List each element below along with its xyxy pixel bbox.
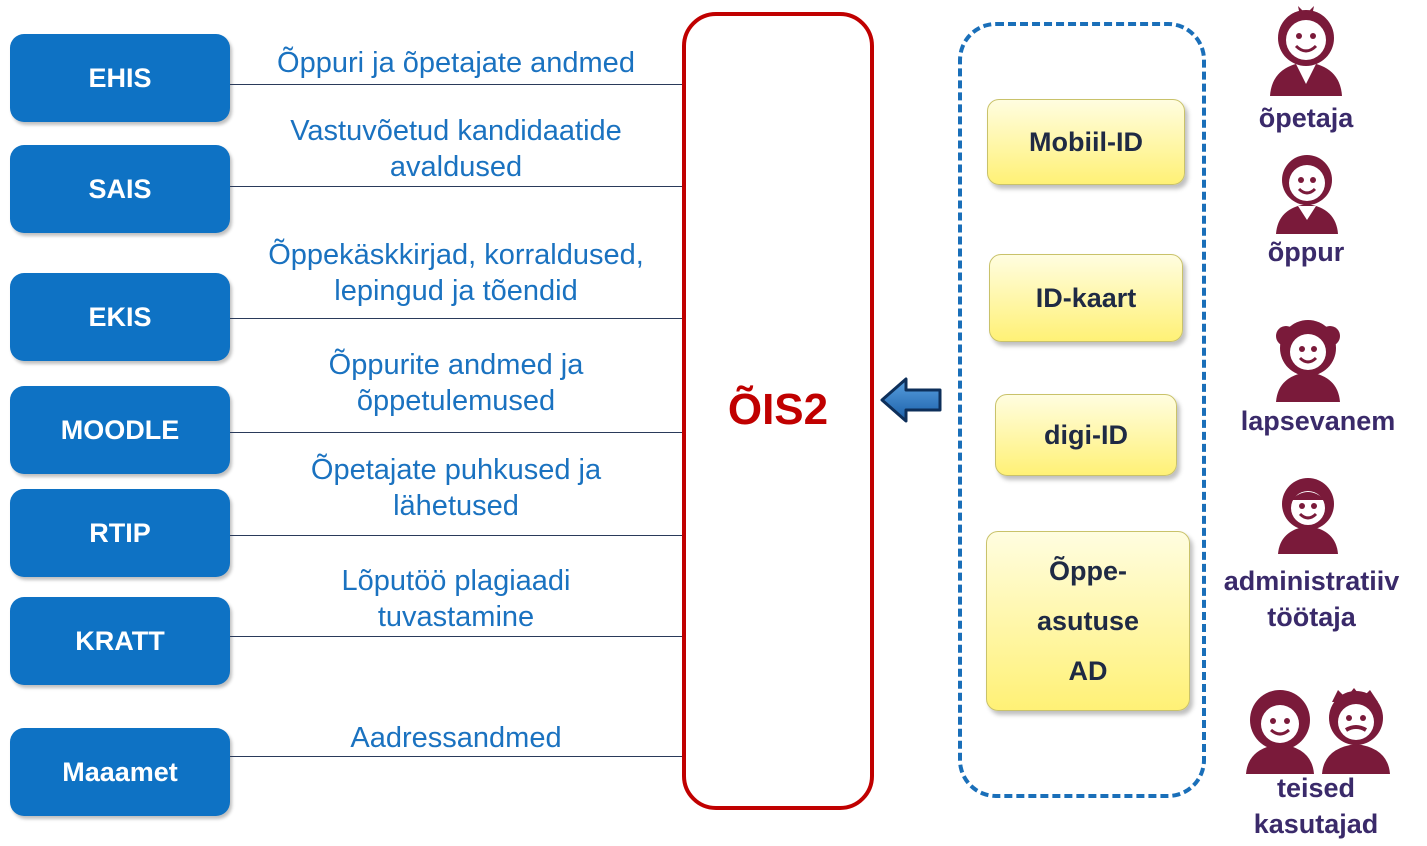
flow-label-kratt: Lõputöö plagiaadi tuvastamine: [230, 563, 682, 635]
auth-label-line: AD: [1068, 656, 1108, 686]
flow-label-line: Õppekäskkirjad, korraldused,: [268, 239, 644, 271]
teacher-icon: [1270, 6, 1342, 96]
flow-label-line: Aadressandmed: [350, 722, 562, 754]
role-teacher: õpetaja: [1236, 100, 1376, 136]
core-system-box: [682, 12, 874, 810]
flow-line-ekis: [230, 318, 682, 319]
flow-label-line: Lõputöö plagiaadi: [341, 565, 571, 597]
role-label-line: administratiiv: [1223, 566, 1400, 596]
flow-line-sais: [230, 186, 682, 187]
auth-label: ID-kaart: [1035, 283, 1137, 313]
role-label-line: kasutajad: [1253, 809, 1379, 839]
flow-label-line: lähetused: [393, 490, 519, 522]
flow-line-moodle: [230, 432, 682, 433]
flow-label-line: tuvastamine: [377, 601, 535, 633]
flow-label-line: Õpetajate puhkused ja: [310, 454, 602, 486]
role-student: õppur: [1236, 234, 1376, 270]
system-ehis: EHIS: [10, 34, 230, 122]
flow-label-line: Õppurite andmed ja: [328, 349, 584, 381]
role-label-line: teised: [1276, 773, 1356, 803]
other-users-icon: [1246, 688, 1390, 774]
system-moodle: MOODLE: [10, 386, 230, 474]
system-ekis: EKIS: [10, 273, 230, 361]
flow-label-moodle: Õppurite andmed ja õppetulemused: [230, 347, 682, 419]
role-label-line: lapsevanem: [1240, 406, 1396, 436]
flow-line-maaamet: [230, 756, 682, 757]
flow-label-ekis: Õppekäskkirjad, korraldused, lepingud ja…: [230, 237, 682, 309]
flow-label-line: avaldused: [389, 151, 523, 183]
authentication-frame: [958, 22, 1206, 798]
administrative-staff-icon: [1278, 478, 1338, 554]
flow-line-rtip: [230, 535, 682, 536]
auth-oppeasutuse-ad: Õppe- asutuse AD: [986, 531, 1190, 711]
role-label-line: õpetaja: [1258, 103, 1354, 133]
flow-label-line: Õppuri ja õpetajate andmed: [277, 47, 635, 79]
role-label-line: õppur: [1267, 237, 1345, 267]
role-administrative-staff: administratiiv töötaja: [1196, 563, 1427, 635]
flow-label-ehis: Õppuri ja õpetajate andmed: [230, 45, 682, 81]
auth-id-kaart: ID-kaart: [989, 254, 1183, 342]
auth-label: Mobiil-ID: [1029, 127, 1143, 157]
flow-label-line: õppetulemused: [356, 385, 556, 417]
auth-digi-id: digi-ID: [995, 394, 1177, 476]
flow-label-line: Vastuvõetud kandidaatide: [290, 115, 622, 147]
arrow-left-icon: [880, 377, 942, 423]
student-icon: [1276, 155, 1338, 234]
system-sais: SAIS: [10, 145, 230, 233]
system-kratt: KRATT: [10, 597, 230, 685]
flow-label-rtip: Õpetajate puhkused ja lähetused: [230, 452, 682, 524]
parent-icon: [1276, 320, 1340, 402]
role-other-users: teised kasutajad: [1226, 770, 1406, 842]
system-rtip: RTIP: [10, 489, 230, 577]
core-system-label: ÕIS2: [727, 385, 829, 434]
auth-label-line: Õppe-: [1049, 556, 1127, 586]
flow-label-sais: Vastuvõetud kandidaatide avaldused: [230, 113, 682, 185]
role-parent: lapsevanem: [1216, 403, 1420, 439]
auth-label: digi-ID: [1044, 420, 1128, 450]
flow-label-line: lepingud ja tõendid: [334, 275, 578, 307]
auth-mobiil-id: Mobiil-ID: [987, 99, 1185, 185]
flow-label-maaamet: Aadressandmed: [230, 720, 682, 756]
flow-line-kratt: [230, 636, 682, 637]
system-maaamet: Maaamet: [10, 728, 230, 816]
flow-line-ehis: [230, 84, 682, 85]
auth-label-line: asutuse: [1036, 606, 1140, 636]
role-label-line: töötaja: [1267, 602, 1356, 632]
